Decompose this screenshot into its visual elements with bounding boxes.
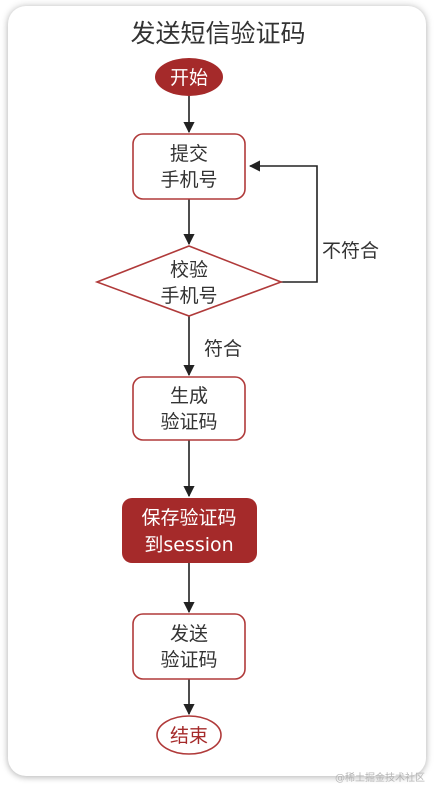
submit-phone-line2: 手机号 — [160, 169, 217, 191]
generate-code-line1: 生成 — [170, 385, 208, 407]
end-node — [156, 715, 222, 755]
diagram-title: 发送短信验证码 — [130, 19, 305, 48]
validate-phone-line2: 手机号 — [160, 285, 217, 307]
watermark: @稀土掘金技术社区 — [335, 773, 425, 784]
edge-validate-submit-loop — [248, 160, 318, 283]
save-code-line2: 到session — [144, 534, 233, 556]
generate-code-box — [132, 376, 246, 441]
send-code-line1: 发送 — [170, 623, 208, 645]
save-code-box — [122, 498, 257, 563]
validate-phone-line1: 校验 — [170, 259, 208, 281]
generate-code-line2: 验证码 — [160, 411, 217, 433]
submit-phone-line1: 提交 — [170, 143, 208, 165]
save-code-line1: 保存验证码 — [141, 507, 236, 529]
edge-label-mismatch: 不符合 — [322, 240, 379, 262]
validate-phone-diamond — [94, 245, 284, 317]
edge-label-match: 符合 — [204, 338, 242, 360]
start-node-label: 开始 — [170, 67, 208, 89]
start-node — [155, 58, 223, 96]
send-code-line2: 验证码 — [160, 649, 217, 671]
send-code-box — [132, 613, 246, 680]
end-node-label: 结束 — [170, 725, 208, 747]
submit-phone-box — [132, 133, 246, 200]
